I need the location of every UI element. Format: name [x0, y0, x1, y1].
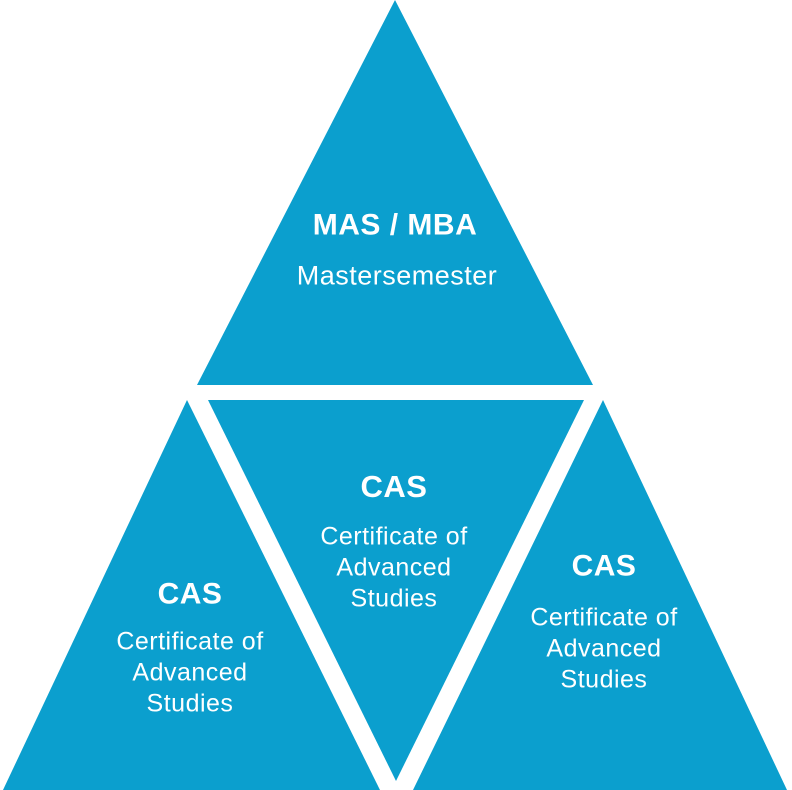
top-triangle-shape: [197, 0, 593, 385]
left-triangle-title: CAS: [157, 577, 223, 611]
left-triangle-subtitle: Certificate of Advanced Studies: [116, 627, 264, 718]
bottom-right-triangle-shape: [413, 400, 787, 790]
center-inverted-triangle-shape: [208, 400, 584, 781]
center-triangle-title: CAS: [360, 468, 428, 504]
right-triangle-subtitle: Certificate of Advanced Studies: [530, 603, 678, 694]
center-triangle-subtitle: Certificate of Advanced Studies: [320, 522, 468, 613]
top-triangle-title: MAS / MBA: [312, 208, 478, 242]
right-triangle-title: CAS: [571, 549, 637, 583]
top-triangle-subtitle: Mastersemester: [296, 260, 498, 291]
bottom-left-triangle-shape: [3, 400, 380, 790]
